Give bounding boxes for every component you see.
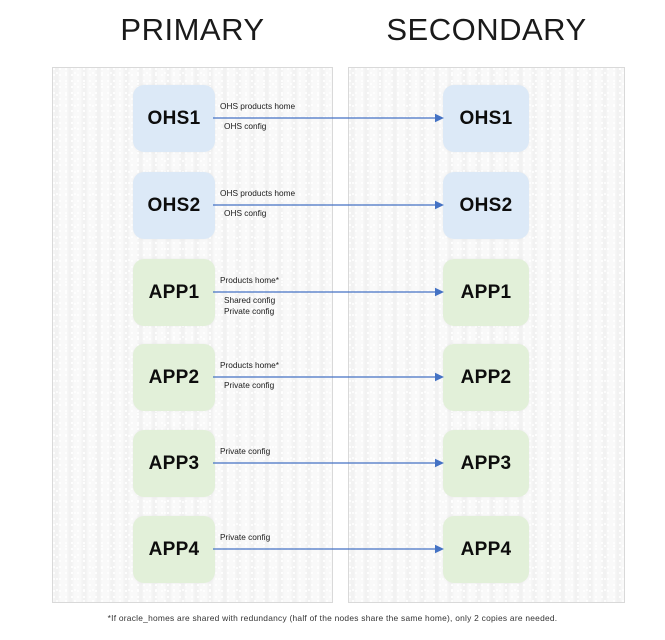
- arrow-label-line: Private config: [220, 532, 271, 542]
- secondary-node-app3[interactable]: APP3: [443, 430, 529, 497]
- footnote-text: *If oracle_homes are shared with redunda…: [107, 613, 558, 623]
- arrow-label-line: OHS products home: [220, 101, 296, 111]
- arrow-label-below-ohs2: OHS config: [224, 208, 266, 219]
- arrow-label-above-ohs1: OHS products home: [220, 101, 295, 112]
- secondary-column-title: SECONDARY: [386, 12, 587, 47]
- secondary-node-app2[interactable]: APP2: [443, 344, 529, 411]
- arrow-label-above-app4: Private config: [220, 532, 270, 543]
- primary-node-ohs1[interactable]: OHS1: [133, 85, 215, 152]
- primary-node-app4[interactable]: APP4: [133, 516, 215, 583]
- arrow-label-line: OHS config: [224, 208, 267, 218]
- arrow-label-below-ohs1: OHS config: [224, 121, 266, 132]
- primary-node-app3[interactable]: APP3: [133, 430, 215, 497]
- secondary-node-app4[interactable]: APP4: [443, 516, 529, 583]
- secondary-node-ohs2[interactable]: OHS2: [443, 172, 529, 239]
- primary-column-title: PRIMARY: [120, 12, 265, 47]
- arrow-label-line: OHS products home: [220, 188, 296, 198]
- arrow-label-above-app1: Products home*: [220, 275, 279, 286]
- primary-node-app1[interactable]: APP1: [133, 259, 215, 326]
- secondary-panel: [348, 67, 625, 603]
- arrow-label-below-app2: Private config: [224, 380, 274, 391]
- arrow-label-above-ohs2: OHS products home: [220, 188, 295, 199]
- primary-node-ohs2[interactable]: OHS2: [133, 172, 215, 239]
- arrow-label-line: Private config: [220, 446, 271, 456]
- arrow-label-above-app2: Products home*: [220, 360, 279, 371]
- arrow-label-line: Private config: [224, 306, 275, 316]
- arrow-label-line: OHS config: [224, 121, 267, 131]
- arrow-label-line: Products home*: [220, 275, 280, 285]
- secondary-node-ohs1[interactable]: OHS1: [443, 85, 529, 152]
- secondary-node-app1[interactable]: APP1: [443, 259, 529, 326]
- primary-node-app2[interactable]: APP2: [133, 344, 215, 411]
- arrow-label-above-app3: Private config: [220, 446, 270, 457]
- primary-panel: [52, 67, 333, 603]
- arrow-label-line: Products home*: [220, 360, 280, 370]
- arrow-label-line: Private config: [224, 380, 275, 390]
- arrow-label-line: Shared config: [224, 295, 276, 305]
